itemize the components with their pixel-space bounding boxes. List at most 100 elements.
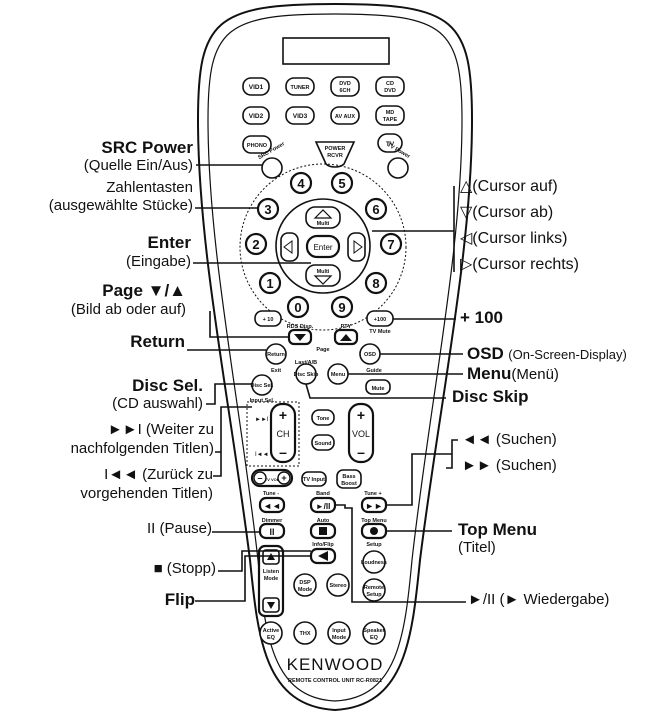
loudness-button[interactable]: Loudness [361,550,387,574]
search-back-button[interactable]: ◄◄ [258,496,286,514]
svg-text:AV AUX: AV AUX [335,114,356,120]
cursor-left-button[interactable] [280,232,299,262]
label-stop: ■ (Stopp) [153,560,216,577]
number-button-2[interactable]: 2 [244,232,268,256]
plus100-button[interactable]: +100 [366,310,394,327]
svg-text:EQ: EQ [267,635,276,641]
number-button-9[interactable]: 9 [330,295,354,319]
osd-button[interactable]: OSD [359,343,381,365]
skip-next-icon: ►►I [255,417,269,423]
source-button-tuner[interactable]: TUNER [285,77,315,96]
tv-input-button[interactable]: TV Input [301,471,327,487]
label-cursor-down: ▽(Cursor ab) [460,204,554,221]
plus10-button[interactable]: + 10 [254,310,282,327]
number-button-1[interactable]: 1 [258,271,282,295]
svg-text:Boost: Boost [341,481,357,487]
svg-text:Bass: Bass [342,474,355,480]
flip-button[interactable] [309,547,337,565]
svg-text:Input: Input [332,628,346,634]
svg-text:Setup: Setup [366,592,382,598]
ch-rocker[interactable]: + CH – [269,402,297,464]
number-button-8[interactable]: 8 [364,271,388,295]
number-button-6[interactable]: 6 [364,197,388,221]
number-button-4[interactable]: 4 [289,171,313,195]
number-button-3[interactable]: 3 [256,197,280,221]
label-menu: Menu(Menü) [467,364,559,384]
cursor-right-button[interactable] [347,232,366,262]
listen-mode-buttons[interactable]: Listen Mode [257,544,285,618]
source-button-avaux[interactable]: AV AUX [330,106,360,125]
stop-button[interactable] [309,522,337,540]
svg-text:OSD: OSD [364,352,376,358]
remote-inner-outline [207,13,463,702]
number-button-0[interactable]: 0 [286,295,310,319]
page-text: Page [316,347,329,353]
number-button-5[interactable]: 5 [330,171,354,195]
brand-logo: KENWOOD [287,655,384,674]
label-enter-title: Enter [147,233,191,252]
info-flip-text: Info/Flip [312,542,334,548]
svg-text:6: 6 [372,202,379,217]
svg-text:+: + [281,473,286,483]
search-fwd-button[interactable]: ►► [360,496,388,514]
menu-button[interactable]: Menu [327,363,349,385]
return-button[interactable]: Return [265,343,287,365]
svg-text:+: + [279,407,287,423]
pause-button[interactable]: II [258,522,286,540]
label-page-desc: (Bild ab oder auf) [70,301,186,318]
svg-text:DVD: DVD [384,88,396,94]
source-button-vid3[interactable]: VID3 [285,106,315,125]
cursor-up-button[interactable]: Multi [305,206,341,229]
stereo-button[interactable]: Stereo [326,573,350,597]
source-button-vid2[interactable]: VID2 [242,106,270,125]
exit-text: Exit [271,368,281,374]
pty-text: PTY [341,324,352,330]
svg-text:CD: CD [386,81,394,87]
thx-button[interactable]: THX [293,621,317,645]
svg-text:–: – [257,473,262,483]
svg-text:CH: CH [277,429,290,439]
setup-text: Setup [366,542,382,548]
label-disc-sel-desc: (CD auswahl) [112,395,203,412]
source-button-tv[interactable]: TV [377,133,403,153]
page-up-button[interactable] [333,328,359,346]
svg-text:+100: +100 [374,317,386,323]
svg-text:Disc Skip: Disc Skip [294,372,319,378]
enter-button[interactable]: Enter [305,234,341,259]
svg-text:Sound: Sound [314,441,331,447]
disc-sel-button[interactable]: Disc Sel. [251,374,274,396]
tone-button[interactable]: Tone [311,409,335,426]
vol-rocker[interactable]: + VOL – [347,402,375,464]
label-pause: II (Pause) [146,520,212,537]
page-down-button[interactable] [287,328,313,346]
svg-text:Speaker: Speaker [363,628,385,634]
svg-text:VID3: VID3 [293,113,308,120]
top-menu-button[interactable] [360,522,388,540]
label-disc-sel-title: Disc Sel. [132,376,203,395]
svg-text:Listen: Listen [263,569,280,575]
cursor-down-button[interactable]: Multi [305,264,341,287]
svg-text:RCVR: RCVR [327,153,343,159]
tune-plus-text: Tune + [364,491,381,497]
source-button-phono[interactable]: PHONO [242,135,272,154]
number-button-7[interactable]: 7 [379,232,403,256]
mute-button[interactable]: Mute [365,379,391,395]
svg-text:VID2: VID2 [249,113,264,120]
source-button-vid1[interactable]: VID1 [242,77,270,96]
sound-button[interactable]: Sound [311,434,335,451]
rds-disp-text: RDS Disp. [287,324,314,330]
play-pause-button[interactable]: ►/II [309,496,337,514]
svg-text:TAPE: TAPE [383,117,398,123]
tv-vol-rocker[interactable]: – + TV VOL [250,468,294,488]
